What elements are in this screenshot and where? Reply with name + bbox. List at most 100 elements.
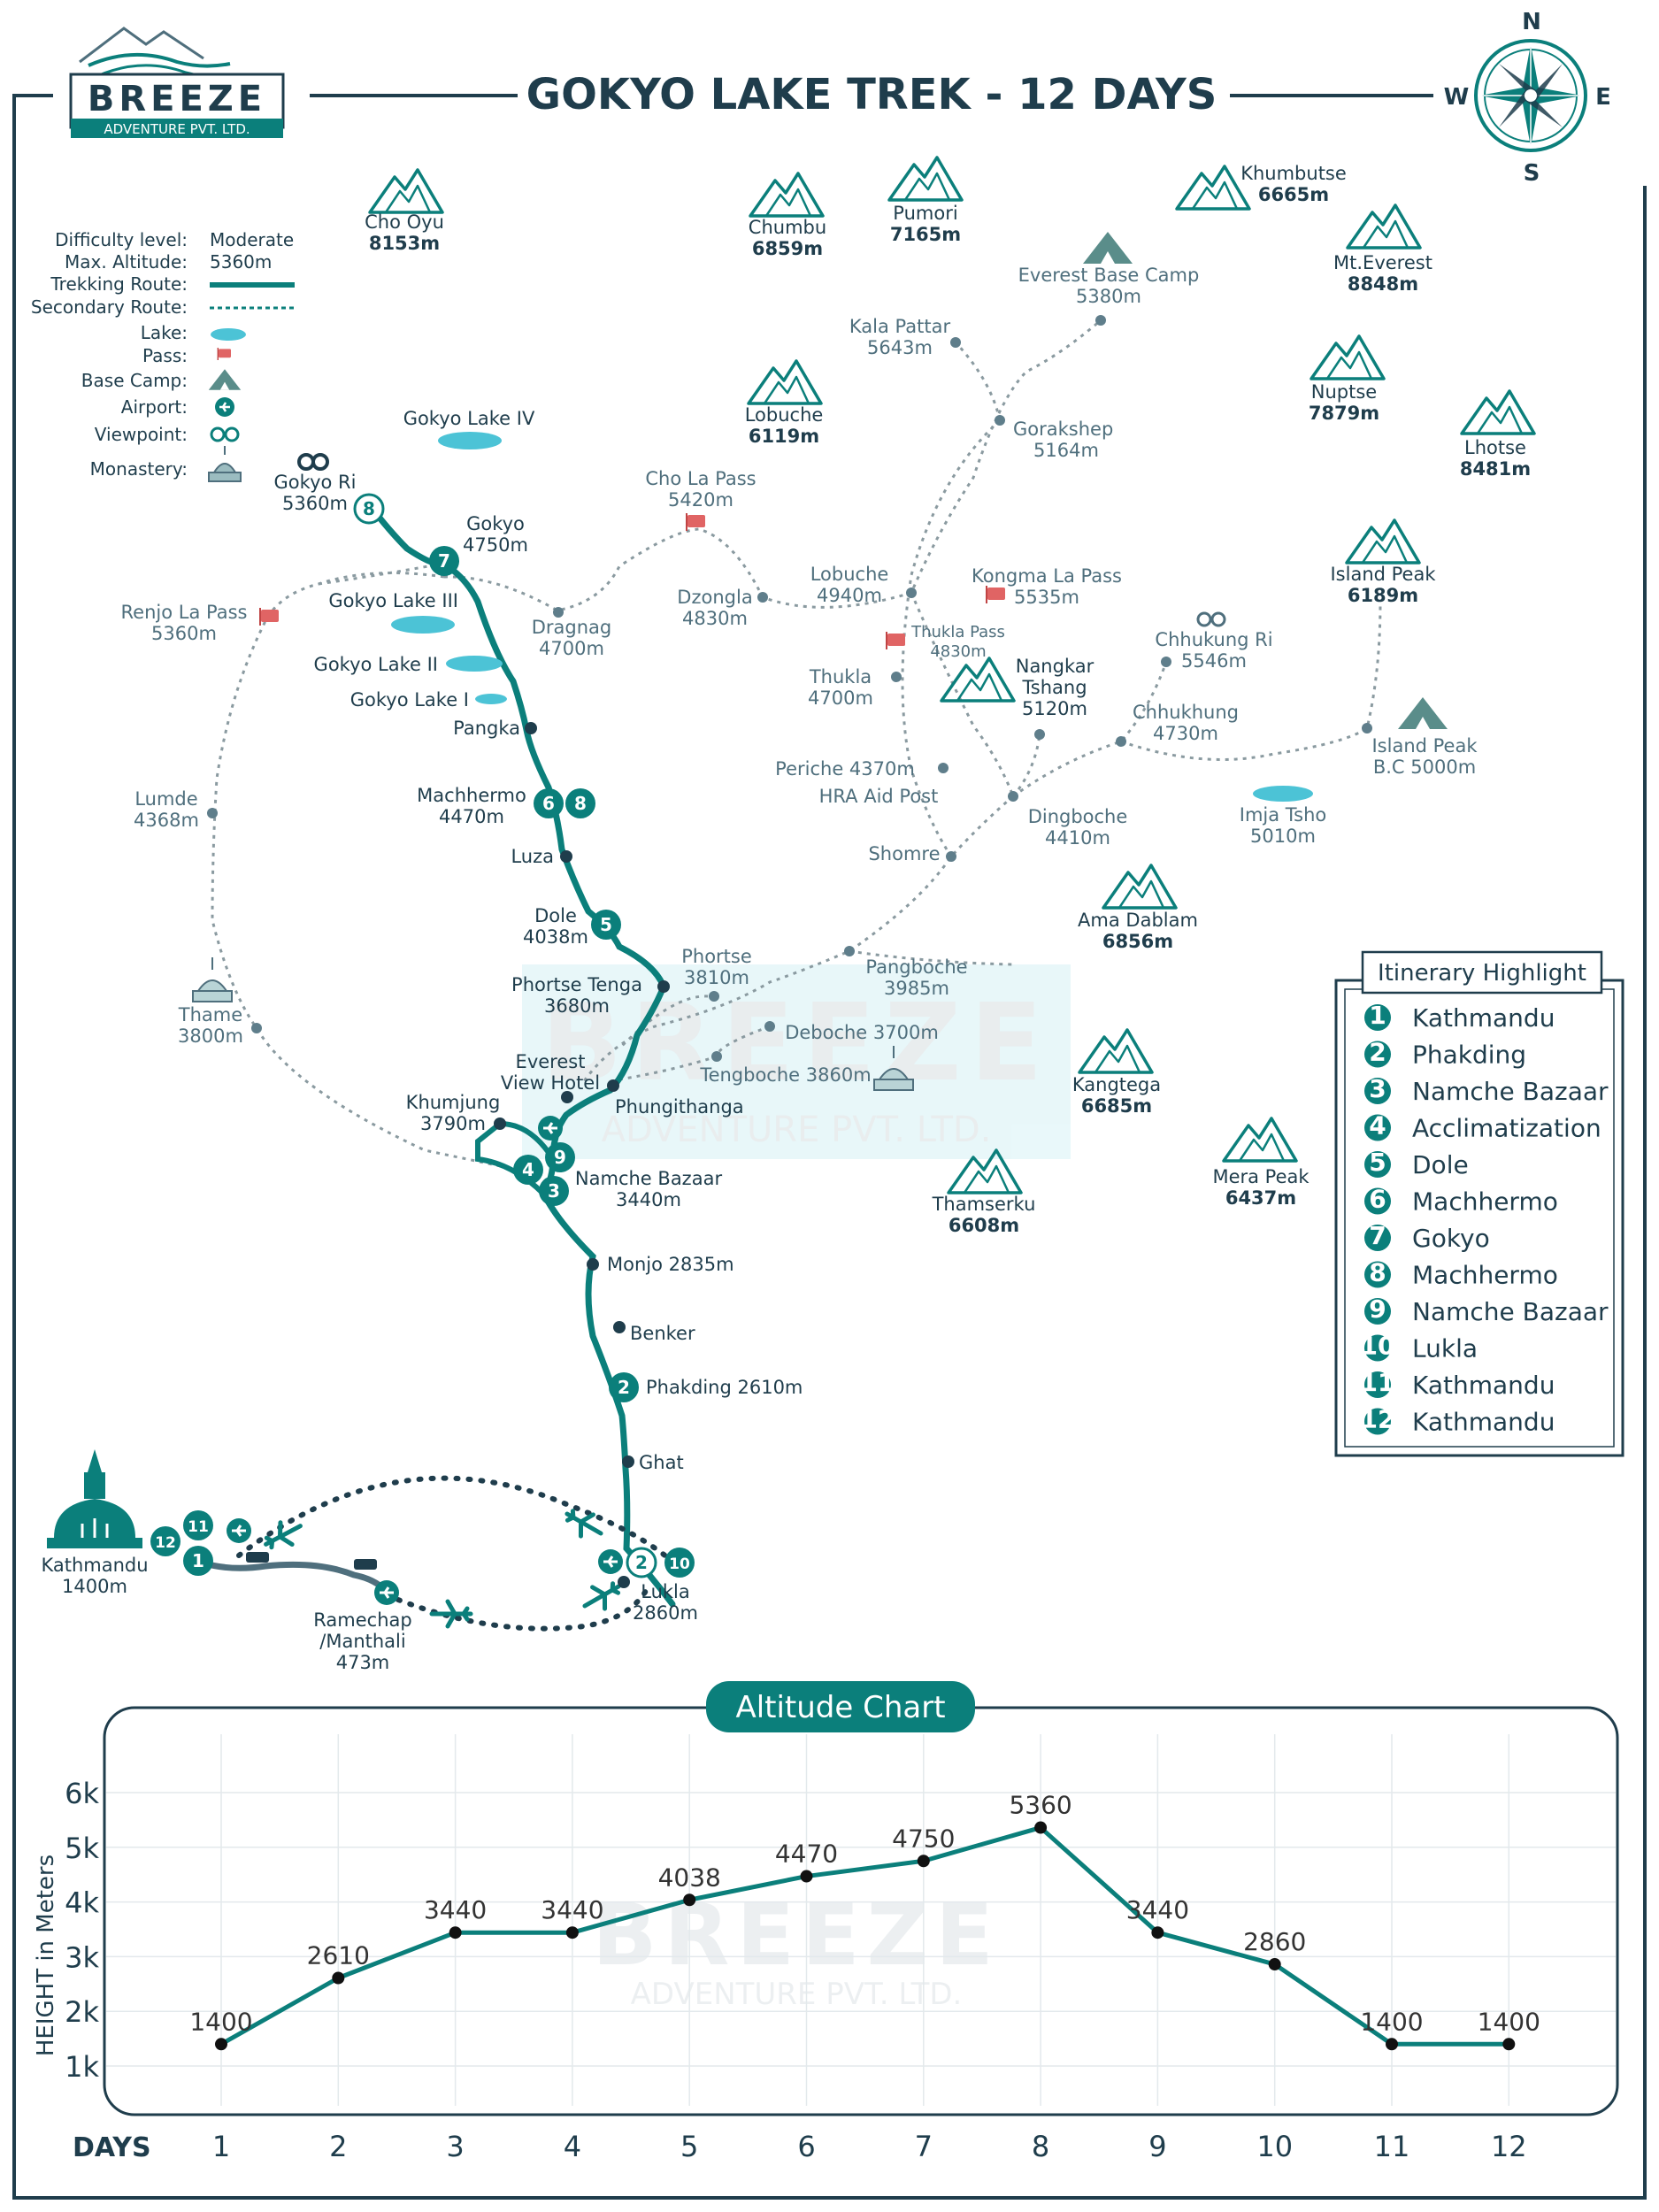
route-place: Gokyo Lake I [350,689,469,710]
day-marker-8-gokyo-ri: 8 [353,493,385,525]
chart-y-tick: 2k [65,1995,99,2029]
chart-x-tick: 5 [680,2130,698,2163]
altitude-value-label: 3440 [424,1895,487,1924]
route-place: Lukla [641,1581,690,1602]
logo-subtext: ADVENTURE PVT. LTD. [104,121,250,137]
itinerary-number: 10 [1361,1332,1395,1361]
place-name: HRA Aid Post [819,786,939,807]
peak-name: Kangtega [1072,1074,1161,1095]
altitude-chart: Altitude Chart BREEZE ADVENTURE PVT. LTD… [33,1681,1619,2163]
monastery-icon-tengboche [873,1046,914,1091]
route-place: Phungithanga [615,1096,744,1118]
day-marker-2: 2 [609,1372,639,1402]
compass-icon [1474,39,1587,152]
airport-icon-lukla [598,1549,623,1574]
place-name: Kala Pattar [849,316,951,337]
legend-secondary-label: Secondary Route: [31,296,188,318]
peak-altitude: 8153m [369,233,440,254]
pass-flag-kongma-la [986,586,1005,603]
day-markers: 8 7 6 8 5 9 4 3 2 2 10 11 12 1 [150,493,695,1578]
altitude-value-label: 5360 [1009,1791,1071,1820]
monastery-icon-thame [192,957,233,1002]
airport-icon-syangboche [538,1116,563,1141]
place-altitude: 3800m [178,1025,243,1047]
jeep-icon-2 [354,1559,377,1570]
svg-text:3: 3 [548,1180,560,1202]
place-name: Chhukung Ri [1155,629,1272,650]
place-altitude: 3985m [884,978,949,999]
airport-icon [215,397,234,417]
route-place: Everest [516,1051,586,1072]
svg-text:5: 5 [600,914,612,935]
compass-e: E [1595,84,1611,111]
peak-name: Cho Oyu [365,211,444,233]
peak-altitude: 8848m [1348,273,1418,295]
place-altitude: 5010m [1250,826,1316,847]
legend-trekking-label: Trekking Route: [50,273,188,295]
map-legend: Difficulty level: Moderate Max. Altitude… [31,229,295,482]
route-place: Kathmandu [41,1555,148,1576]
route-altitude: 3440m [616,1189,681,1210]
chart-x-tick: 8 [1032,2130,1049,2163]
place-name: Thukla [809,666,872,687]
place-name: Phortse [681,946,752,967]
place-name: Pangboche [865,956,967,978]
mountain-icon-mera-peak [1222,1117,1298,1163]
legend-airport-label: Airport: [121,396,188,418]
mountain-icon-lobuche [747,359,823,405]
monastery-icon [208,446,242,482]
route-place: Namche Bazaar [575,1168,723,1189]
itinerary-label: Acclimatization [1412,1114,1601,1143]
itinerary-number: 1 [1369,1001,1386,1030]
route-place: Gokyo Lake II [314,654,438,675]
itinerary-number-badge [1364,1114,1391,1141]
chart-y-tick: 5k [65,1832,99,1865]
peak-name: Mera Peak [1212,1166,1310,1187]
place-altitude: 4830m [930,642,986,661]
route-altitude: 3680m [544,995,610,1017]
peak-altitude: 7879m [1309,403,1379,424]
legend-lake-label: Lake: [141,322,188,343]
pass-flag-renjo-la [259,608,279,626]
watermark: BREEZE ADVENTURE PVT. LTD. [522,964,1071,1159]
place-name: Renjo La Pass [121,602,248,623]
place-altitude: 5360m [151,623,217,644]
mountain-icon-lhotse [1460,389,1536,435]
altitude-point [565,1926,579,1939]
binoculars-icon [210,426,240,442]
pass-flag-icon [217,348,231,360]
itinerary-number-badge [1364,1261,1391,1288]
peak-altitude: 7165m [890,224,961,245]
route-place: /Manthali [319,1631,405,1652]
chart-title: Altitude Chart [735,1690,945,1725]
route-altitude: 4470m [439,806,504,827]
peak-name: Lhotse [1464,437,1526,458]
svg-text:4: 4 [522,1159,534,1180]
altitude-point [1502,2038,1516,2051]
peak-altitude: 5120m [1022,698,1087,719]
place-name: Deboche 3700m [785,1022,939,1043]
pass-flag-thukla [886,632,905,649]
route-place: Phakding 2610m [646,1377,803,1398]
place-name: Imja Tsho [1240,804,1326,826]
legend-pass-label: Pass: [142,345,188,366]
road-route [200,1559,390,1595]
peak-altitude: 6437m [1225,1187,1296,1209]
legend-difficulty-value: Moderate [210,229,294,250]
route-altitude: 2860m [633,1602,698,1624]
altitude-value-label: 1400 [1478,2007,1540,2036]
route-place: Machhermo [417,785,526,806]
itinerary-label: Phakding [1412,1041,1526,1070]
altitude-value-label: 1400 [1360,2007,1423,2036]
day-marker-7: 7 [429,546,459,576]
legend-difficulty-label: Difficulty level: [55,229,188,250]
place-altitude: 5420m [668,489,733,511]
itinerary-title: Itinerary Highlight [1378,960,1586,987]
svg-text:8: 8 [574,793,587,814]
peak-altitude: 8481m [1460,458,1531,480]
